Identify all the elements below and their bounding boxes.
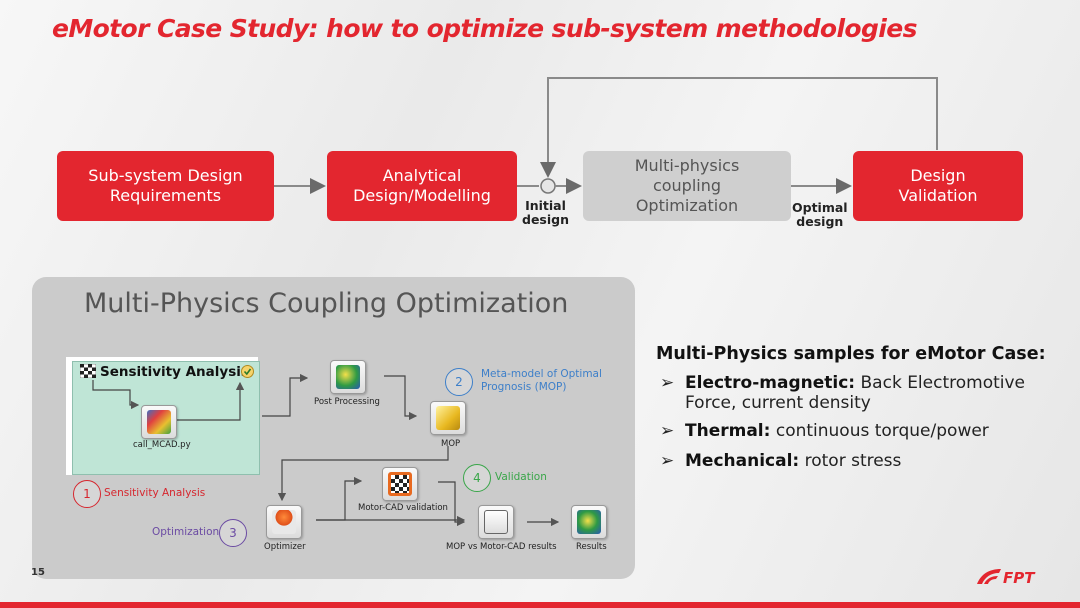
bullet-1-title: Electro-magnetic: <box>685 373 856 393</box>
mop-vs-mcad-label: MOP vs Motor-CAD results <box>446 542 557 552</box>
check-icon <box>241 365 254 378</box>
badge-3-label: Optimization <box>152 526 220 538</box>
badge-1-label: Sensitivity Analysis <box>104 487 206 499</box>
samples-title: Multi-Physics samples for eMotor Case: <box>656 344 1046 364</box>
panel-title: Multi-Physics Coupling Optimization <box>84 288 569 319</box>
sensitivity-title: Sensitivity Analysis <box>100 364 249 380</box>
page-title: eMotor Case Study: how to optimize sub-s… <box>52 14 918 43</box>
badge-2: 2 <box>445 368 473 396</box>
badge-4-label: Validation <box>495 471 547 483</box>
bullet-1-text: Back Electromotive Force, current densit… <box>685 373 1026 413</box>
label-optimal-design: Optimal design <box>792 200 848 229</box>
fpt-logo: FPT <box>977 569 1036 587</box>
box-multiphysics-optimization: Multi-physics coupling Optimization <box>583 151 791 221</box>
results-node <box>571 505 607 539</box>
post-processing-node <box>330 360 366 394</box>
bottom-accent-bar <box>0 602 1080 608</box>
optimizer-node <box>266 505 302 539</box>
badge-4: 4 <box>463 464 491 492</box>
bullet-2-text: continuous torque/power <box>770 421 989 441</box>
box-subsystem-requirements: Sub-system Design Requirements <box>57 151 274 221</box>
post-processing-label: Post Processing <box>314 397 380 407</box>
box-analytical-design: Analytical Design/Modelling <box>327 151 517 221</box>
mop-label: MOP <box>441 439 461 449</box>
motorcad-validation-label: Motor-CAD validation <box>358 503 448 513</box>
mop-node <box>430 401 466 435</box>
box-design-validation: Design Validation <box>853 151 1023 221</box>
mop-vs-mcad-node <box>478 505 514 539</box>
sensitivity-flag-icon <box>80 364 96 378</box>
results-label: Results <box>576 542 607 552</box>
optimizer-label: Optimizer <box>264 542 306 552</box>
page-number: 15 <box>31 567 45 578</box>
bullet-arrow-icon: ➢ <box>660 451 675 471</box>
call-mcad-node <box>141 405 177 439</box>
badge-2-label: Meta-model of Optimal Prognosis (MOP) <box>481 368 602 393</box>
feedback-loop <box>540 77 938 178</box>
bullet-2-title: Thermal: <box>685 421 771 441</box>
bullet-3-text: rotor stress <box>799 451 902 471</box>
bullet-arrow-icon: ➢ <box>660 373 675 393</box>
fpt-logo-text: FPT <box>1003 569 1036 587</box>
badge-3: 3 <box>219 519 247 547</box>
motorcad-validation-node <box>382 467 418 501</box>
call-mcad-label: call_MCAD.py <box>133 440 191 450</box>
label-initial-design: Initial design <box>522 198 569 227</box>
badge-1: 1 <box>73 480 101 508</box>
bullet-3-title: Mechanical: <box>685 451 800 471</box>
bullet-arrow-icon: ➢ <box>660 421 675 441</box>
